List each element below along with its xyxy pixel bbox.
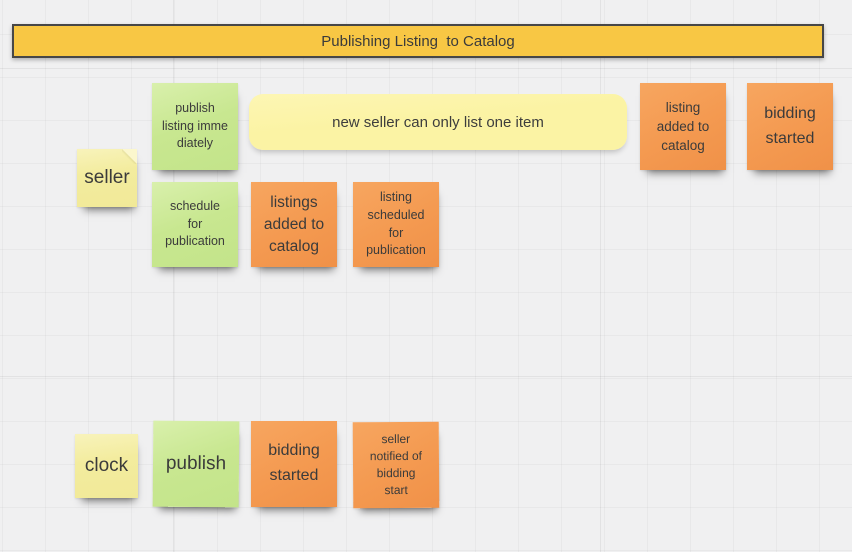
frame-title-banner[interactable]: Publishing Listing to Catalog [12,24,824,58]
sticky-note-text: bidding started [268,442,320,484]
sticky-note-bidding-started-top[interactable]: bidding started [747,83,833,170]
sticky-note-text: clock [84,454,129,476]
sticky-note-listing-scheduled-for-publication[interactable]: listing scheduled for publication [353,182,439,267]
sticky-note-text: publish listing imme diately [162,100,228,151]
sticky-note-text: seller notified of bidding start [369,431,423,498]
sticky-note-text: listings added to catalog [263,193,325,255]
sticky-note-text: listing added to catalog [656,99,710,154]
sticky-note-publish[interactable]: publish [152,420,240,508]
sticky-note-seller-notified-of-bidding-start[interactable]: seller notified of bidding start [352,421,440,509]
sticky-note-text: publish [165,452,227,474]
constraint-note-text: new seller can only list one item [332,113,544,131]
sticky-note-seller[interactable]: seller [77,149,137,207]
sticky-note-listing-added-to-catalog[interactable]: listing added to catalog [640,83,726,170]
sticky-note-publish-listing-immediately[interactable]: publish listing imme diately [152,83,238,170]
constraint-note[interactable]: new seller can only list one item [249,94,627,150]
sticky-note-bidding-started-bottom[interactable]: bidding started [251,421,337,507]
sticky-note-text: seller [84,166,130,188]
sticky-note-text: bidding started [764,104,816,147]
sticky-note-text: schedule for publication [165,198,225,249]
sticky-note-clock[interactable]: clock [75,434,138,498]
sticky-note-text: listing scheduled for publication [366,190,426,258]
sticky-note-listings-added-to-catalog[interactable]: listings added to catalog [251,182,337,267]
frame-title-text: Publishing Listing to Catalog [321,32,515,50]
sticky-note-schedule-for-publication[interactable]: schedule for publication [152,182,238,267]
